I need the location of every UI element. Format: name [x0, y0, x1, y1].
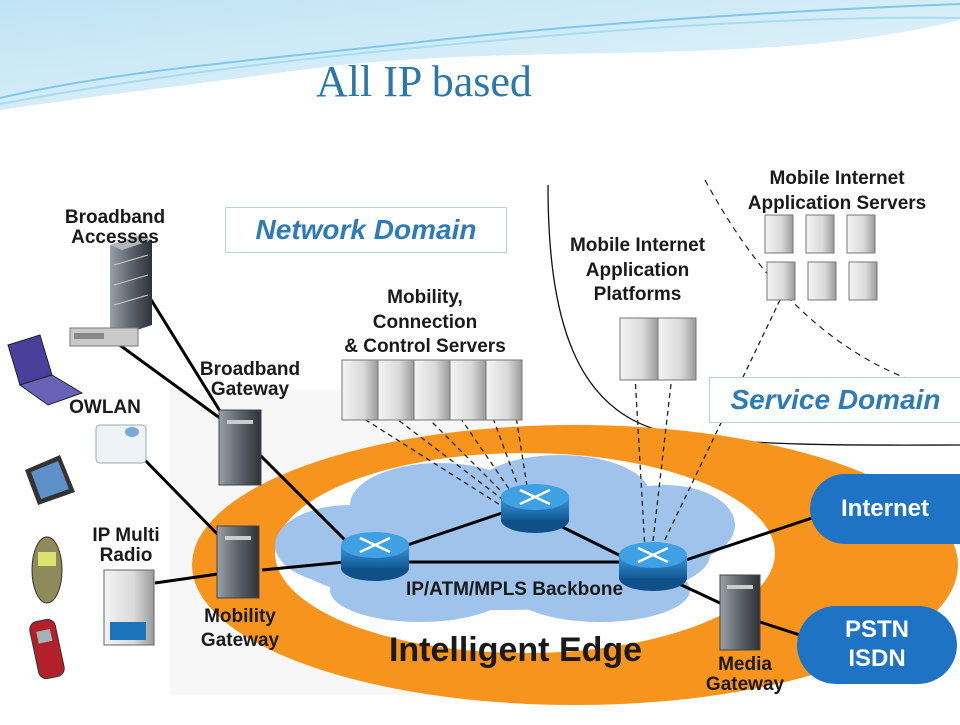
mobility-gateway-line-1: Mobility [204, 606, 276, 627]
network-domain-label: Network Domain [225, 207, 507, 253]
owlan-label: OWLAN [69, 397, 141, 418]
ip-multi-radio-line-1: IP Multi [92, 525, 160, 546]
mobility-gateway-label: Mobility Gateway [170, 605, 310, 653]
header-waves [0, 0, 960, 110]
app-platforms-line-2: Application [585, 259, 690, 281]
control-server-group [341, 359, 523, 421]
pstn-isdn-network: PSTN ISDN [797, 606, 957, 684]
broadband-gateway-line-1: Broadband [199, 359, 301, 380]
ip-multi-radio-line-2: Radio [99, 544, 153, 566]
media-gateway-label: Media Gateway [680, 655, 810, 695]
app-platforms-line-1: Mobile Internet [569, 235, 706, 256]
mobility-gateway-line-2: Gateway [200, 629, 280, 651]
broadband-gateway-server [218, 409, 262, 486]
app-servers-line-2: Application Servers [747, 192, 927, 214]
internet-label: Internet [840, 495, 929, 522]
ip-multi-radio-label: IP Multi Radio [66, 526, 186, 566]
application-server-group [764, 214, 878, 301]
app-platforms-label: Mobile Internet Application Platforms [545, 234, 730, 308]
router-left [341, 532, 409, 581]
broadband-gateway-label: Broadband Gateway [180, 360, 320, 400]
mobility-gateway-server [216, 525, 260, 599]
broadband-accesses-line-1: Broadband [64, 207, 166, 228]
mobile-phone-icon [29, 618, 65, 680]
control-servers-line-3: & Control Servers [344, 336, 506, 358]
owlan-access-point [95, 424, 147, 464]
media-gateway-line-1: Media [718, 654, 772, 675]
ip-multi-radio-device [103, 569, 155, 646]
service-domain-text: Service Domain [730, 384, 941, 415]
control-servers-line-1: Mobility, [387, 287, 463, 308]
application-platform-servers [619, 317, 697, 381]
media-gateway-line-2: Gateway [705, 673, 785, 695]
control-servers-label: Mobility, Connection & Control Servers [320, 286, 530, 360]
control-links [349, 299, 781, 551]
app-platforms-line-3: Platforms [593, 284, 682, 306]
internet-cloud: Internet [810, 474, 960, 544]
app-servers-label: Mobile Internet Application Servers [718, 167, 956, 216]
backbone-label: IP/ATM/MPLS Backbone [405, 579, 624, 600]
broadband-gateway-line-2: Gateway [210, 378, 290, 400]
router-top [501, 484, 569, 533]
app-servers-line-1: Mobile Internet [769, 168, 905, 189]
network-domain-text: Network Domain [255, 214, 477, 245]
pstn-label: PSTN [844, 616, 909, 644]
broadband-access-rack [69, 235, 152, 347]
broadband-accesses-label: Broadband Accesses [40, 208, 190, 248]
media-gateway-server [719, 574, 761, 651]
page-title: All IP based [316, 57, 532, 106]
laptop-icon [7, 334, 84, 406]
pda-icon [25, 455, 75, 505]
router-right [619, 542, 687, 591]
service-domain-label: Service Domain [709, 377, 960, 423]
phone-icon [31, 536, 63, 604]
intelligent-edge-label: Intelligent Edge [388, 631, 643, 669]
control-servers-line-2: Connection [372, 311, 478, 333]
broadband-accesses-line-2: Accesses [71, 226, 159, 248]
isdn-label: ISDN [848, 645, 906, 672]
